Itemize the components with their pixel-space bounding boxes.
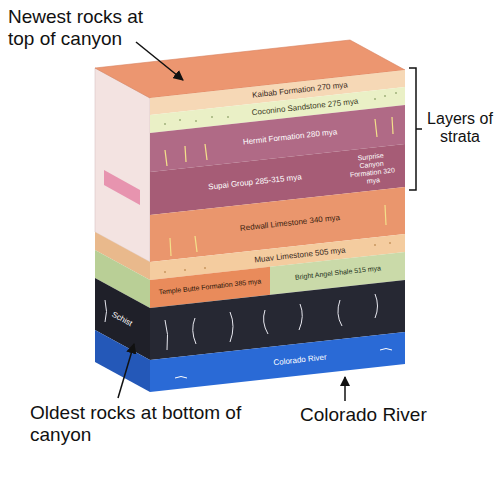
callout-text: Oldest rocks at bottom of canyon bbox=[30, 402, 250, 446]
leader-arrow bbox=[118, 344, 134, 398]
strata-bracket bbox=[409, 68, 422, 190]
river-band bbox=[150, 332, 405, 392]
stratum-name: Surprise Canyon Formation 320 mya bbox=[344, 150, 399, 188]
leader-arrow bbox=[136, 42, 183, 80]
schist-swirls bbox=[105, 294, 378, 350]
streaks bbox=[165, 117, 393, 256]
callout-text: Newest rocks at top of canyon bbox=[8, 6, 160, 50]
speckles bbox=[164, 92, 397, 125]
stratum-band-label: Surprise Canyon Formation 320 mya bbox=[344, 150, 399, 188]
leader-arrow bbox=[344, 377, 346, 401]
side-mark bbox=[104, 170, 140, 205]
side-face bbox=[95, 68, 150, 262]
ripples bbox=[175, 349, 392, 379]
bracket-label: Layers of strata bbox=[424, 110, 496, 147]
callout-text: Colorado River bbox=[300, 404, 450, 426]
